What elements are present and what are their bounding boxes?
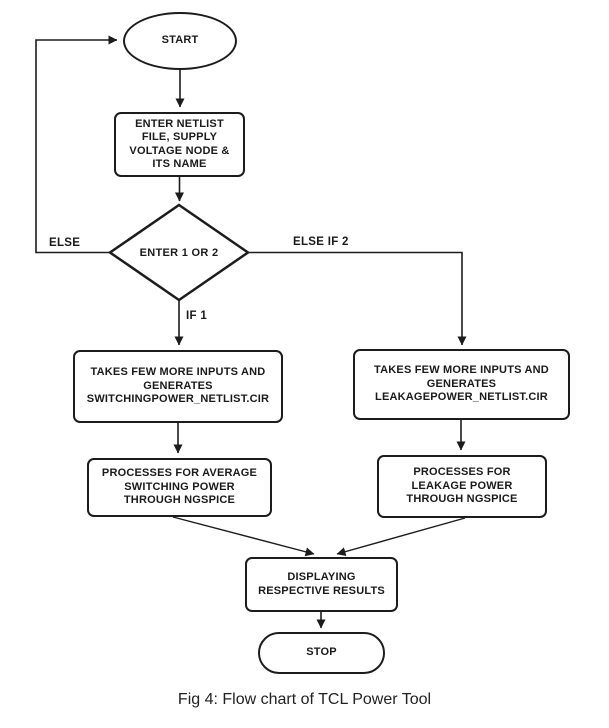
node-enter-netlist: ENTER NETLIST FILE, SUPPLY VOLTAGE NODE … [114,112,245,177]
edge-label-else-if-2: ELSE IF 2 [293,236,349,248]
node-decision-label: ENTER 1 OR 2 [110,205,248,300]
node-takes-leakage: TAKES FEW MORE INPUTS AND GENERATES LEAK… [353,349,570,420]
edge-else-loop [35,35,118,254]
node-takes-switching: TAKES FEW MORE INPUTS AND GENERATES SWIT… [73,350,283,423]
node-start-label: START [161,34,199,47]
figure-caption: Fig 4: Flow chart of TCL Power Tool [177,691,432,708]
node-process-switching: PROCESSES FOR AVERAGE SWITCHING POWER TH… [87,458,272,517]
node-takes-leakage-label: TAKES FEW MORE INPUTS AND GENERATES LEAK… [374,364,549,404]
edge-else-if2 [248,251,467,346]
edge-leakage-to-display [336,517,466,557]
node-stop: STOP [258,632,385,674]
node-start: START [123,12,237,70]
node-enter-netlist-label: ENTER NETLIST FILE, SUPPLY VOLTAGE NODE … [129,117,230,170]
decision-text: ENTER 1 OR 2 [139,246,219,259]
node-process-leakage-label: PROCESSES FOR LEAKAGE POWER THROUGH NGSP… [406,466,518,506]
node-displaying-label: DISPLAYING RESPECTIVE RESULTS [258,571,385,597]
edge-label-else: ELSE [49,237,81,249]
node-displaying: DISPLAYING RESPECTIVE RESULTS [245,557,398,612]
node-stop-label: STOP [306,646,337,659]
edge-label-if-1: IF 1 [186,310,208,322]
node-process-leakage: PROCESSES FOR LEAKAGE POWER THROUGH NGSP… [377,455,547,518]
node-process-switching-label: PROCESSES FOR AVERAGE SWITCHING POWER TH… [101,467,258,507]
edge-switching-to-display [172,516,315,557]
node-takes-switching-label: TAKES FEW MORE INPUTS AND GENERATES SWIT… [86,366,270,406]
decision-diamond-shape [107,203,251,302]
